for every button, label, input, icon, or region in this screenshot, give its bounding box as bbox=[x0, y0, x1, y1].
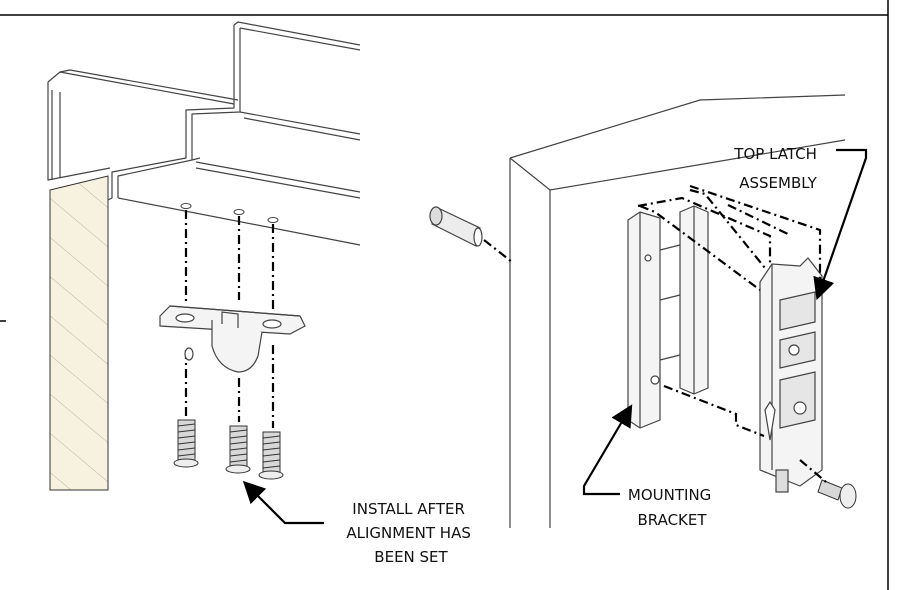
right-alignment-lines bbox=[637, 184, 827, 483]
screw-1 bbox=[173, 419, 199, 468]
left-alignment-lines bbox=[184, 210, 275, 428]
mounting-bracket bbox=[627, 205, 709, 429]
channel-holes bbox=[180, 203, 279, 223]
top-latch-leader bbox=[813, 148, 868, 301]
install-note-label: INSTALL AFTER ALIGNMENT HAS BEEN SET bbox=[346, 500, 475, 566]
top-latch-label: TOP LATCH ASSEMBLY bbox=[733, 145, 821, 192]
top-latch-assembly bbox=[759, 257, 823, 493]
mounting-bracket-label: MOUNTING BRACKET bbox=[628, 486, 716, 529]
mounting-bracket-leader bbox=[582, 404, 633, 496]
cabinet-side-panel bbox=[49, 175, 109, 491]
pin-alignment-line bbox=[483, 239, 513, 263]
screw-3 bbox=[258, 431, 284, 480]
latch-screw bbox=[817, 479, 857, 509]
door-panel bbox=[509, 94, 846, 528]
page-frame bbox=[0, 0, 889, 590]
hinge-pin bbox=[429, 206, 483, 247]
install-note-leader bbox=[242, 480, 324, 525]
screw-2 bbox=[225, 425, 251, 474]
stop-bracket bbox=[159, 305, 306, 373]
